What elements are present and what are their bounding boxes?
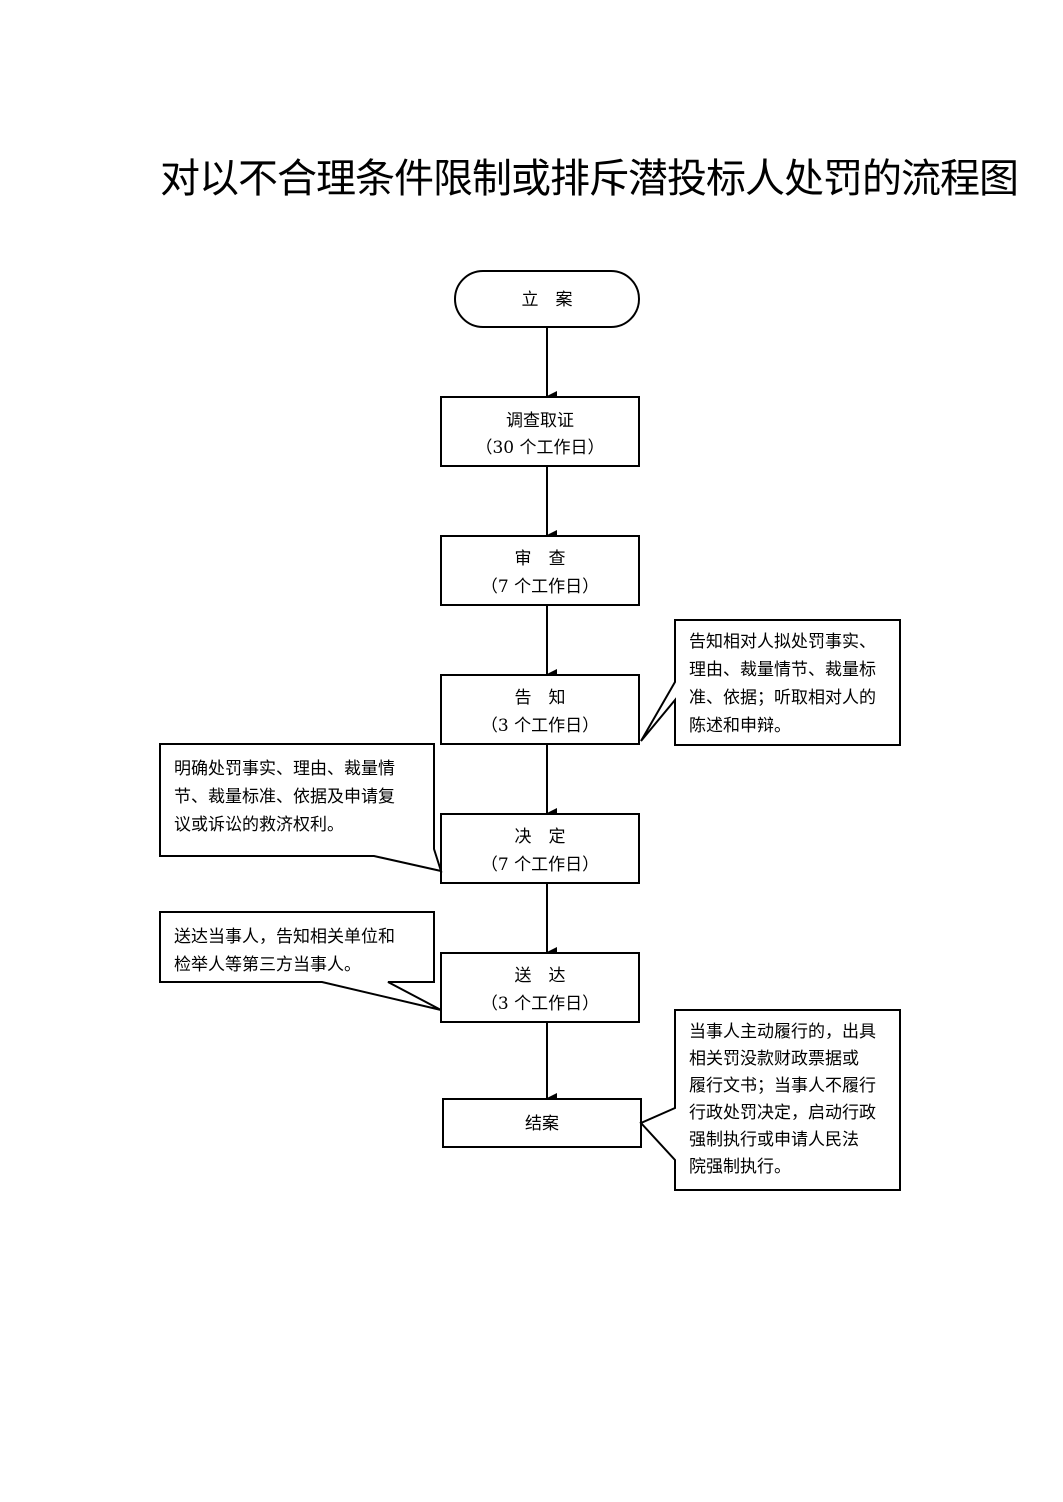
callout-deliver-line-1: 送达当事人，告知相关单位和 — [174, 927, 395, 947]
callout-close-line-5: 强制执行或申请人民法 — [689, 1130, 859, 1150]
step-notify-title: 告 知 — [515, 688, 566, 708]
callout-close-line-6: 院强制执行。 — [689, 1157, 791, 1177]
step-review-title: 审 查 — [515, 549, 566, 569]
step-notify-duration: （3 个工作日） — [481, 716, 599, 736]
step-deliver-duration: （3 个工作日） — [481, 994, 599, 1014]
callout-close-line-1: 当事人主动履行的，出具 — [689, 1022, 876, 1042]
callout-notify-line-1: 告知相对人拟处罚事实、 — [689, 632, 876, 652]
step-decide-duration: （7 个工作日） — [481, 855, 599, 875]
callout-deliver: 送达当事人，告知相关单位和 检举人等第三方当事人。 — [159, 911, 442, 1011]
step-deliver-title: 送 达 — [515, 966, 566, 986]
step-deliver: 送 达 （3 个工作日） — [440, 952, 640, 1023]
step-investigate-title: 调查取证 — [506, 411, 574, 431]
step-review-duration: （7 个工作日） — [481, 577, 599, 597]
callout-notify: 告知相对人拟处罚事实、 理由、裁量情节、裁量标 准、依据；听取相对人的 陈述和申… — [640, 619, 901, 746]
step-investigate-duration: （30 个工作日） — [475, 438, 604, 458]
callout-decide: 明确处罚事实、理由、裁量情 节、裁量标准、依据及申请复 议或诉讼的救济权利。 — [159, 743, 443, 873]
callout-decide-line-1: 明确处罚事实、理由、裁量情 — [174, 759, 395, 779]
callout-notify-line-4: 陈述和申辩。 — [689, 716, 791, 736]
step-close: 结案 — [442, 1098, 642, 1148]
step-investigate: 调查取证 （30 个工作日） — [440, 396, 640, 467]
step-start-label: 立 案 — [522, 290, 573, 310]
callout-close-line-4: 行政处罚决定，启动行政 — [689, 1103, 876, 1123]
callout-close-line-2: 相关罚没款财政票据或 — [689, 1049, 859, 1069]
step-start: 立 案 — [454, 270, 640, 328]
step-close-label: 结案 — [525, 1114, 559, 1134]
callout-deliver-line-2: 检举人等第三方当事人。 — [174, 955, 361, 975]
step-review: 审 查 （7 个工作日） — [440, 535, 640, 606]
callout-notify-line-2: 理由、裁量情节、裁量标 — [689, 660, 876, 680]
page-title: 对以不合理条件限制或排斥潜投标人处罚的流程图 — [160, 156, 1019, 202]
step-notify: 告 知 （3 个工作日） — [440, 674, 640, 745]
callout-close-line-3: 履行文书；当事人不履行 — [689, 1076, 876, 1096]
callout-decide-line-3: 议或诉讼的救济权利。 — [174, 815, 344, 835]
callout-close: 当事人主动履行的，出具 相关罚没款财政票据或 履行文书；当事人不履行 行政处罚决… — [639, 1009, 901, 1191]
step-decide: 决 定 （7 个工作日） — [440, 813, 640, 884]
callout-decide-line-2: 节、裁量标准、依据及申请复 — [174, 787, 395, 807]
step-decide-title: 决 定 — [515, 827, 566, 847]
callout-notify-line-3: 准、依据；听取相对人的 — [689, 688, 876, 708]
